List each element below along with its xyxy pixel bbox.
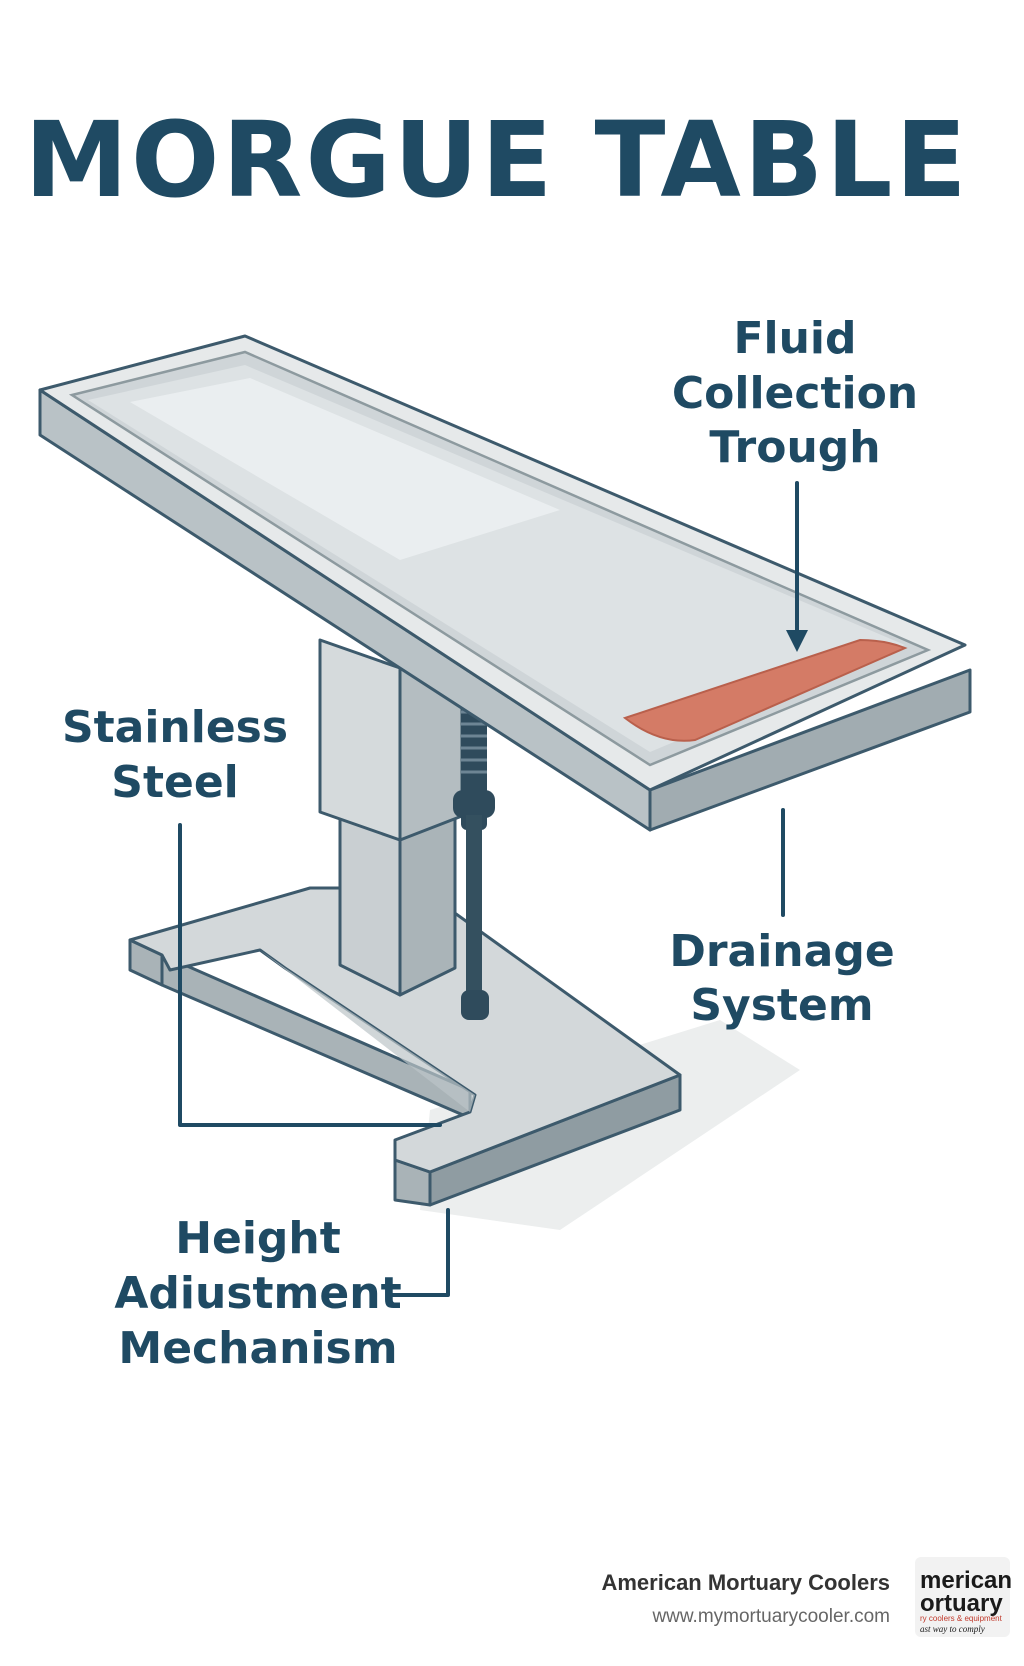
label-stainless-steel: Stainless Steel [62,702,288,808]
footer: American Mortuary Coolers www.mymortuary… [601,1557,1012,1637]
height-label-line-1: Height [175,1213,341,1264]
drainage-label-line-1: Drainage [669,926,894,977]
label-fluid-collection: Fluid Collection Trough [672,313,918,473]
fluid-label-line-2: Collection [672,368,918,419]
logo-text-2: ortuary [920,1590,1003,1617]
height-label-line-3: Mechanism [118,1323,397,1374]
fluid-trough [622,638,908,742]
logo-text-4: ast way to comply [920,1624,985,1634]
height-screw [453,690,495,1020]
label-drainage-system: Drainage System [669,926,894,1031]
company-logo: merican ortuary ry coolers & equipment a… [915,1557,1012,1637]
table-base [128,886,682,1207]
fluid-label-line-1: Fluid [733,313,856,364]
height-label-line-2: Adiustment [114,1268,401,1319]
table-top [38,334,972,832]
fluid-label-line-3: Trough [709,422,880,473]
drainage-label-line-2: System [690,980,873,1031]
logo-text-3: ry coolers & equipment [920,1614,1003,1623]
company-url[interactable]: www.mymortuarycooler.com [651,1606,890,1627]
callout-lines [178,481,808,1297]
page-title: MORGUE TABLE [25,99,970,221]
steel-label-line-2: Steel [111,757,239,808]
logo-text-1: merican [920,1567,1012,1594]
steel-label-line-1: Stainless [62,702,288,753]
label-height-adjustment: Height Adiustment Mechanism [114,1213,401,1374]
company-name: American Mortuary Coolers [601,1570,890,1595]
